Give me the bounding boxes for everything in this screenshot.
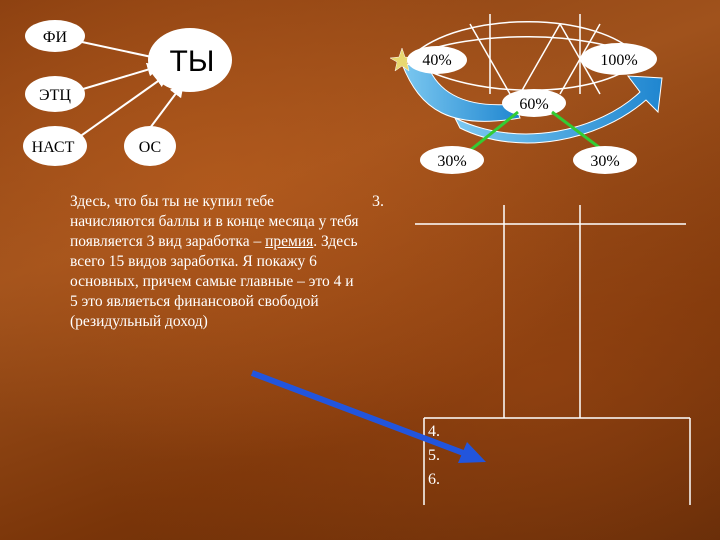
node-nast-label: НАСТ — [32, 139, 75, 156]
connector-nast-ty — [74, 73, 170, 141]
percent-30-left: 30% — [437, 153, 466, 170]
explanation-paragraph: Здесь, что бы ты не купил тебе начисляют… — [70, 192, 360, 332]
paragraph-underlined: премия — [265, 233, 314, 250]
paragraph-after: . Здесь всего 15 видов заработка. Я пока… — [70, 233, 358, 330]
node-os-label: ОС — [139, 139, 161, 156]
step-3-label: 3. — [372, 193, 384, 210]
bubble-60: 60% — [502, 89, 566, 117]
percent-60: 60% — [519, 96, 548, 113]
node-os: ОС — [124, 126, 176, 166]
pointer-arrow — [250, 370, 486, 463]
blue-curve-right — [453, 75, 663, 144]
blue-curve-left — [401, 63, 521, 122]
percent-40: 40% — [422, 52, 451, 69]
node-fi-label: ФИ — [43, 29, 68, 46]
percent-diagram: 40% 100% 60% 30% 30% — [389, 14, 663, 174]
node-fi: ФИ — [25, 20, 85, 52]
bubble-100: 100% — [581, 43, 657, 75]
node-etc: ЭТЦ — [25, 76, 85, 112]
list-item-5: 5. — [428, 447, 440, 464]
node-etc-label: ЭТЦ — [39, 87, 71, 104]
bubble-40: 40% — [407, 46, 467, 74]
node-ty: ТЫ — [148, 28, 232, 92]
green-line-left — [467, 110, 519, 154]
list-item-4: 4. — [428, 423, 440, 440]
paragraph-before: Здесь, что бы ты не купил тебе начисляют… — [70, 193, 359, 250]
bubble-30-left: 30% — [420, 146, 484, 174]
node-nast: НАСТ — [23, 126, 87, 166]
bubble-30-right: 30% — [573, 146, 637, 174]
percent-100: 100% — [600, 52, 637, 69]
connector-os-ty — [149, 82, 184, 129]
connector-etc-ty — [72, 62, 162, 93]
structure-lines — [415, 205, 691, 505]
numbered-list: 4. 5. 6. — [428, 420, 440, 492]
node-ty-label: ТЫ — [170, 45, 215, 78]
percent-30-right: 30% — [590, 153, 619, 170]
green-line-right — [551, 110, 601, 150]
list-item-6: 6. — [428, 471, 440, 488]
